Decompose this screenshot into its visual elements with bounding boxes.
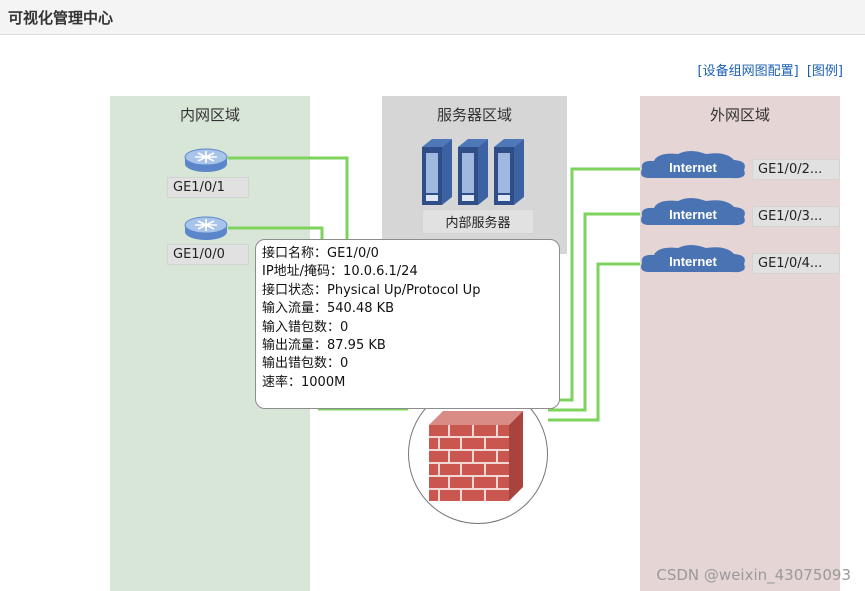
cloud-icon: Internet bbox=[641, 198, 745, 226]
tooltip-output-errors: 输出错包数：0 bbox=[262, 356, 349, 372]
top-links: [设备组网图配置] [图例] bbox=[694, 60, 843, 79]
link-ge103 bbox=[548, 212, 640, 412]
intranet-zone-title: 内网区域 bbox=[179, 106, 240, 124]
link-ge100 bbox=[228, 226, 324, 240]
server-zone-title: 服务器区域 bbox=[436, 106, 512, 124]
tooltip-input-traffic: 输入流量：540.48 KB bbox=[262, 301, 395, 317]
internet-cloud-1[interactable]: Internet bbox=[638, 150, 750, 188]
tooltip-input-errors: 输入错包数：0 bbox=[262, 319, 349, 335]
router-ge101[interactable] bbox=[183, 146, 229, 178]
link-ge104 bbox=[548, 262, 640, 422]
title-bar: 可视化管理中心 bbox=[0, 0, 865, 35]
legend-link[interactable]: [图例] bbox=[806, 64, 843, 79]
link-ge102 bbox=[548, 167, 640, 402]
label-ge100: GE1/0/0 bbox=[167, 244, 249, 265]
tooltip-interface-name: 接口名称：GE1/0/0 bbox=[262, 246, 379, 261]
tooltip-ip-mask: IP地址/掩码：10.0.6.1/24 bbox=[262, 264, 418, 280]
cloud-icon: Internet bbox=[641, 245, 745, 273]
watermark: CSDN @weixin_43075093 bbox=[656, 566, 851, 584]
cloud-text-2: Internet bbox=[669, 207, 717, 222]
label-ge104: GE1/0/4... bbox=[752, 253, 840, 274]
internet-cloud-3[interactable]: Internet bbox=[638, 244, 750, 282]
tooltip-output-traffic: 输出流量：87.95 KB bbox=[262, 338, 386, 354]
server-group[interactable] bbox=[418, 135, 530, 209]
server-rack-icon bbox=[422, 139, 524, 205]
tooltip-rate: 速率：1000M bbox=[262, 374, 346, 390]
tooltip-status: 接口状态：Physical Up/Protocol Up bbox=[262, 282, 481, 298]
router-icon bbox=[184, 148, 228, 172]
topology-config-link[interactable]: [设备组网图配置] bbox=[697, 64, 799, 79]
label-ge103: GE1/0/3... bbox=[752, 206, 840, 227]
page-title: 可视化管理中心 bbox=[8, 9, 114, 27]
cloud-icon: Internet bbox=[641, 151, 745, 179]
firewall-icon bbox=[429, 411, 523, 501]
router-ge100[interactable] bbox=[183, 214, 229, 246]
cloud-text-3: Internet bbox=[669, 254, 717, 269]
interface-tooltip: 接口名称：GE1/0/0 IP地址/掩码：10.0.6.1/24 接口状态：Ph… bbox=[255, 239, 560, 409]
extranet-zone-title: 外网区域 bbox=[709, 106, 770, 124]
label-ge101: GE1/0/1 bbox=[167, 177, 249, 198]
cloud-text-1: Internet bbox=[669, 160, 717, 175]
link-ge101 bbox=[228, 156, 349, 245]
internet-cloud-2[interactable]: Internet bbox=[638, 197, 750, 235]
router-icon bbox=[184, 216, 228, 240]
label-internal-server: 内部服务器 bbox=[422, 209, 534, 234]
label-ge102: GE1/0/2... bbox=[752, 159, 840, 180]
